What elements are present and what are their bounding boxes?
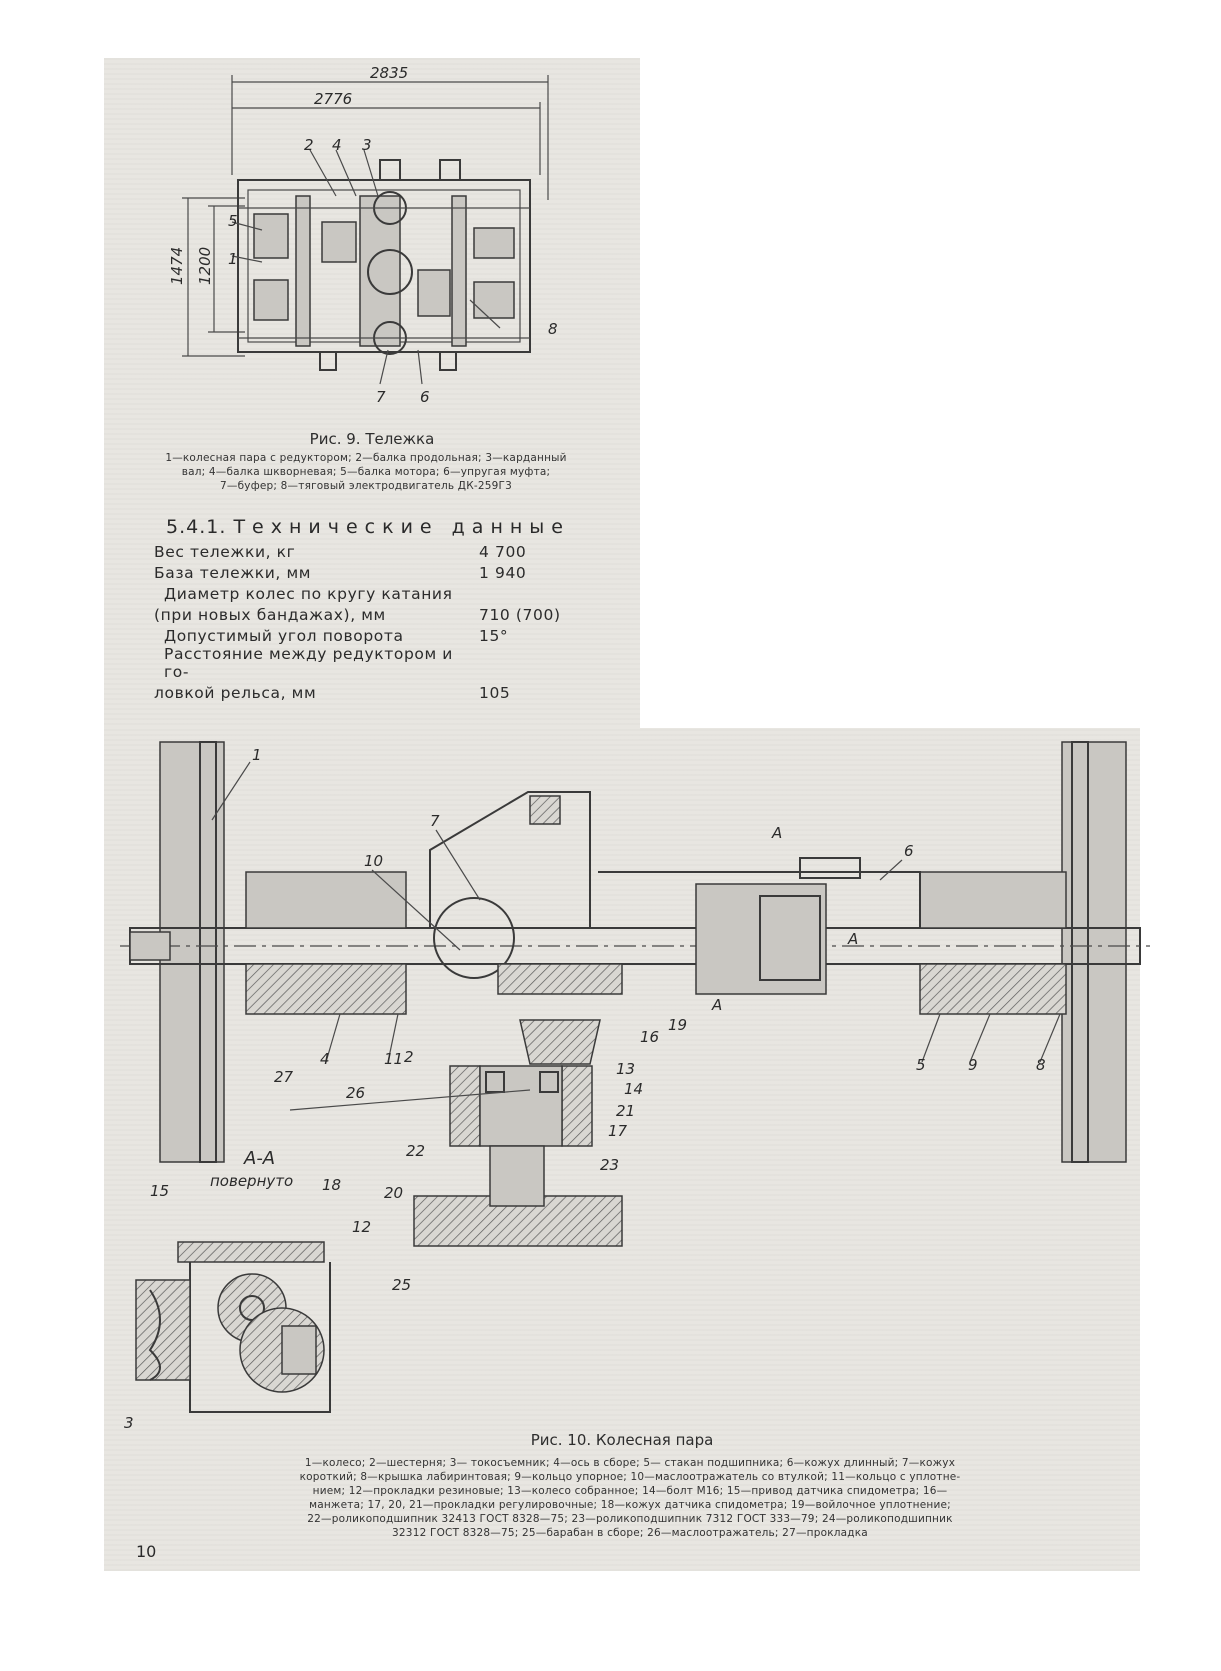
- specs-number: 5.4.1.: [166, 516, 227, 538]
- fig9-callout-5: 5: [228, 212, 238, 230]
- fig10-section-note: повернуто: [210, 1172, 293, 1190]
- fig10-section-mark-mid: А: [847, 930, 858, 948]
- fig10-callout-1: 1: [252, 746, 262, 764]
- fig10-callout-27: 27: [274, 1068, 294, 1086]
- fig10-callout-5: 5: [916, 1056, 926, 1074]
- page-number: 10: [136, 1542, 157, 1561]
- fig9-callout-6: 6: [420, 388, 430, 406]
- fig10-callout-12: 12: [352, 1218, 371, 1236]
- fig10-callout-7: 7: [430, 812, 440, 830]
- fig9-legend: 1—колесная пара с редуктором; 2—балка пр…: [136, 451, 596, 493]
- specs-row: Диаметр колес по кругу катания: [164, 585, 453, 603]
- fig10-legend-line: 22—роликоподшипник 32413 ГОСТ 8328—75; 2…: [307, 1513, 953, 1525]
- fig10-callout-23: 23: [600, 1156, 619, 1174]
- fig10-section-mark-bottom: А: [711, 996, 722, 1014]
- fig9-dim-overall: 2835: [370, 64, 408, 82]
- fig10-caption: Рис. 10. Колесная пара: [530, 1431, 714, 1449]
- fig10-callout-13: 13: [616, 1060, 635, 1078]
- specs-row: Расстояние между редуктором и го-: [164, 645, 453, 681]
- fig9-callout-3: 3: [362, 136, 372, 154]
- fig9-legend-line: вал; 4—балка шкворневая; 5—балка мотора;…: [181, 466, 551, 478]
- fig10-callout-20: 20: [384, 1184, 403, 1202]
- fig10-callout-19: 19: [668, 1016, 687, 1034]
- fig10-callout-4: 4: [320, 1050, 330, 1068]
- scan-region-top: [104, 58, 640, 730]
- fig9-callout-4: 4: [332, 136, 342, 154]
- fig9-dim-width: 1474: [168, 247, 186, 285]
- fig10-callout-10: 10: [364, 852, 383, 870]
- fig10-legend-line: нием; 12—прокладки резиновые; 13—колесо …: [312, 1485, 948, 1497]
- specs-title: Технические данные: [233, 516, 570, 538]
- fig10-wheelset-drawing: 1 2 3 4 5 6 7 8 9 10 11 12 13 14 15 16 1…: [120, 741, 1150, 1432]
- fig9-callout-2: 2: [304, 136, 314, 154]
- fig10-section-mark-top: А: [771, 824, 782, 842]
- fig9-dim-length: 2776: [314, 90, 352, 108]
- fig10-legend-line: 1—колесо; 2—шестерня; 3— токосъемник; 4—…: [304, 1457, 956, 1469]
- fig10-callout-15: 15: [150, 1182, 169, 1200]
- fig10-callout-25: 25: [392, 1276, 411, 1294]
- fig9-callout-1: 1: [228, 250, 238, 268]
- fig10-callout-6: 6: [904, 842, 914, 860]
- fig10-callout-17: 17: [608, 1122, 628, 1140]
- fig10-callout-26: 26: [346, 1084, 365, 1102]
- fig10-callout-22: 22: [406, 1142, 425, 1160]
- fig9-bogie-drawing: 2835 2776 1474 1200 1 2 3 4 5 6 7 8: [168, 64, 558, 406]
- fig9-dim-gauge: 1200: [196, 247, 214, 285]
- fig10-callout-11: 11: [384, 1050, 403, 1068]
- fig10-callout-18: 18: [322, 1176, 341, 1194]
- fig9-callout-7: 7: [376, 388, 386, 406]
- fig10-legend-line: 32312 ГОСТ 8328—75; 25—барабан в сборе; …: [392, 1527, 868, 1539]
- fig9-legend-line: 7—буфер; 8—тяговый электродвигатель ДК-2…: [220, 480, 512, 492]
- fig10-callout-16: 16: [640, 1028, 659, 1046]
- scan-region-bottom: [104, 728, 1140, 1571]
- fig9-callout-8: 8: [548, 320, 558, 338]
- fig10-section-label: А-А: [243, 1148, 275, 1169]
- fig10-legend: 1—колесо; 2—шестерня; 3— токосъемник; 4—…: [250, 1456, 1010, 1540]
- fig9-caption: Рис. 9. Тележка: [309, 430, 435, 448]
- fig10-callout-21: 21: [616, 1102, 635, 1120]
- fig10-legend-line: манжета; 17, 20, 21—прокладки регулирово…: [309, 1499, 951, 1511]
- specs-heading: 5.4.1. Технические данные: [166, 516, 570, 538]
- fig10-callout-8: 8: [1036, 1056, 1046, 1074]
- fig10-legend-line: короткий; 8—крышка лабиринтовая; 9—кольц…: [299, 1471, 961, 1483]
- fig9-legend-line: 1—колесная пара с редуктором; 2—балка пр…: [165, 452, 567, 464]
- fig10-callout-9: 9: [968, 1056, 978, 1074]
- fig10-callout-2: 2: [404, 1048, 414, 1066]
- fig10-callout-3: 3: [124, 1414, 134, 1432]
- fig10-callout-14: 14: [624, 1080, 643, 1098]
